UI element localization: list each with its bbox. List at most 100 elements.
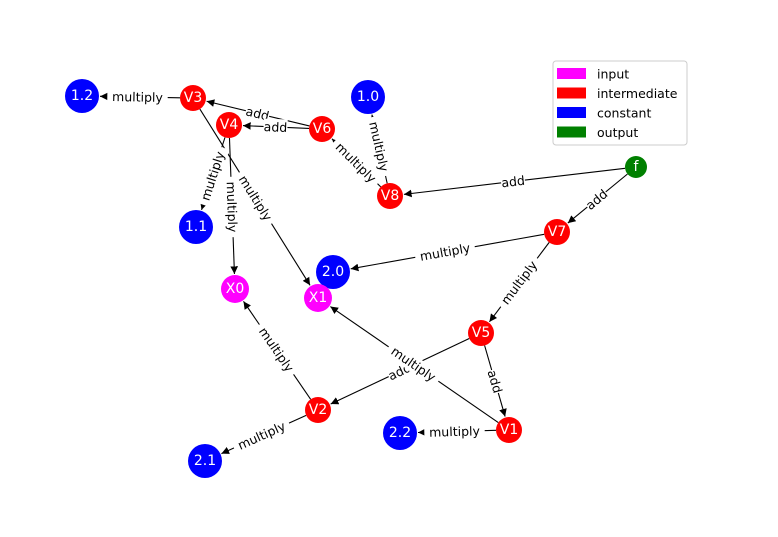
node-input: X1 (304, 284, 332, 312)
node-label: 2.1 (194, 453, 216, 469)
node-circle (65, 79, 99, 113)
node-circle (305, 397, 331, 423)
node-intermediate: V4 (216, 112, 242, 138)
edge-label-bg (483, 367, 507, 396)
edge-label: add (500, 173, 525, 191)
node-label: V7 (548, 224, 566, 240)
edge-label-group: add (582, 185, 611, 214)
node-intermediate: V3 (180, 85, 206, 111)
node-label: 2.2 (389, 425, 411, 441)
node-circle (351, 80, 385, 114)
node-label: f (634, 159, 640, 175)
node-input: X0 (221, 275, 249, 303)
edge-label: multiply (236, 173, 276, 224)
edge-label: multiply (224, 181, 241, 233)
legend-swatch-input (557, 68, 586, 79)
node-constant: 1.2 (65, 79, 99, 113)
node-intermediate: V6 (309, 116, 335, 142)
legend-label-intermediate: intermediate (597, 86, 678, 101)
edge-label-bg (195, 144, 230, 208)
edge-label-bg (252, 320, 301, 379)
node-label: V3 (184, 90, 202, 106)
node-circle (383, 416, 417, 450)
edge-label: multiply (498, 257, 541, 307)
edge-label-group: multiply (222, 176, 242, 238)
legend: input intermediate constant output (552, 60, 688, 146)
node-label: 1.2 (71, 88, 93, 104)
node-circle (309, 116, 335, 142)
edge-label-bg (364, 115, 394, 178)
node-circle (377, 183, 403, 209)
edge-label-bg (232, 168, 279, 228)
edge-label: multiply (198, 149, 228, 202)
node-circle (216, 112, 242, 138)
node-label: 1.0 (357, 89, 379, 105)
node-constant: 2.1 (188, 444, 222, 478)
node-label: V1 (500, 422, 518, 438)
edge-label-group: multiply (252, 320, 301, 379)
node-constant: 2.0 (316, 255, 350, 289)
edge-label-group: add (483, 367, 507, 396)
node-circle (304, 284, 332, 312)
legend-swatch-output (557, 126, 586, 138)
node-label: X1 (309, 290, 328, 306)
node-intermediate: V5 (468, 320, 494, 346)
node-label: V4 (220, 117, 239, 133)
node-constant: 1.0 (351, 80, 385, 114)
edge-label-bg (222, 176, 242, 238)
edge-label-bg (384, 340, 443, 388)
node-label: V5 (472, 325, 490, 341)
node-circle (316, 255, 350, 289)
edge-label: add (263, 119, 287, 135)
edge-label-bg (424, 422, 485, 441)
edge-label-bg (582, 185, 611, 214)
edge-label: multiply (256, 324, 297, 375)
node-circle (468, 320, 494, 346)
edges (99, 92, 628, 455)
edge-label: add (583, 186, 611, 213)
node-constant: 1.1 (179, 210, 213, 244)
edge-label-bg (107, 88, 168, 106)
node-intermediate: V1 (496, 417, 522, 443)
node-circle (180, 85, 206, 111)
edge-label-group: multiply (107, 88, 168, 106)
edge-label: multiply (419, 240, 472, 264)
edge-label-group: add (500, 172, 526, 191)
edge-label-bg (328, 135, 384, 190)
node-label: 1.1 (185, 219, 207, 235)
edge-label-bg (263, 118, 288, 136)
node-label: V8 (381, 188, 399, 204)
legend-swatch-intermediate (557, 87, 586, 99)
legend-box (552, 60, 688, 146)
edge-labels: multiplyaddaddmultiplymultiplymultiplymu… (107, 88, 611, 456)
edge-label-group: add (263, 118, 288, 136)
edge-label: add (485, 368, 506, 395)
edge-label: multiply (112, 89, 164, 105)
node-circle (625, 156, 647, 178)
node-circle (496, 417, 522, 443)
node-constant: 2.2 (383, 416, 417, 450)
edge-label-group: multiply (413, 238, 477, 266)
edge-label-bg (494, 253, 544, 312)
node-circle (544, 219, 570, 245)
node-output: f (625, 156, 647, 178)
node-circle (179, 210, 213, 244)
edge-label-group: multiply (424, 422, 485, 441)
legend-label-constant: constant (597, 106, 651, 121)
edge-label-bg (413, 238, 477, 266)
edge-label-group: multiply (494, 253, 544, 312)
legend-label-input: input (597, 67, 629, 82)
node-label: 2.0 (322, 264, 344, 280)
node-intermediate: V8 (377, 183, 403, 209)
node-label: V6 (313, 121, 332, 137)
legend-items: input intermediate constant output (557, 67, 678, 140)
edge-label-bg (500, 172, 526, 191)
edge-label: multiply (429, 423, 481, 439)
node-intermediate: V7 (544, 219, 570, 245)
node-circle (221, 275, 249, 303)
node-label: V2 (309, 402, 327, 418)
edge-label-group: multiply (230, 415, 293, 456)
legend-label-output: output (597, 125, 638, 140)
